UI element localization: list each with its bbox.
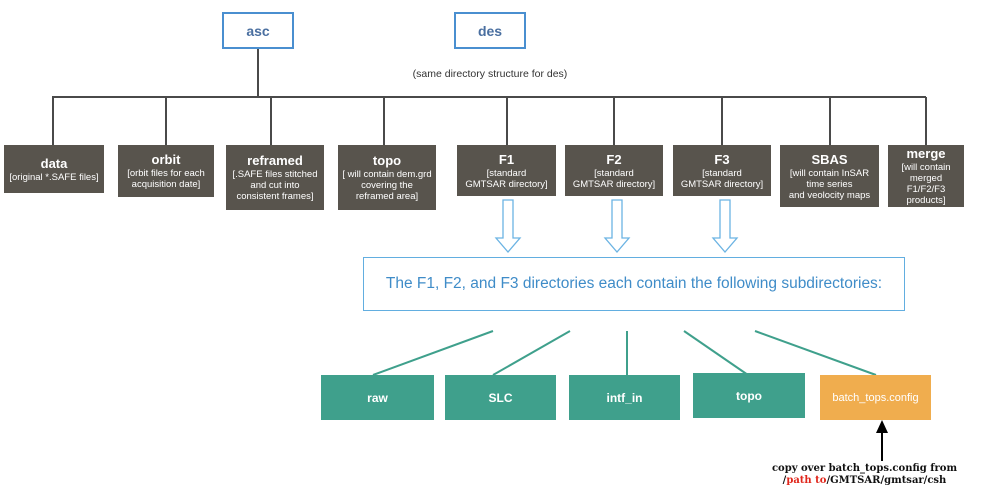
down-arrow-f1 (494, 199, 522, 253)
subdir-slc-label: SLC (488, 390, 513, 405)
copy-instruction: copy over batch_tops.config from /path t… (742, 463, 987, 487)
path-prefix: / (782, 475, 787, 486)
dir-data-title: data (40, 155, 68, 171)
dir-f2: F2 [standard GMTSAR directory] (565, 145, 663, 196)
dir-topo-title: topo (372, 153, 402, 168)
dir-reframed-desc: [.SAFE files stitched and cut into consi… (232, 169, 318, 202)
dir-f2-desc: [standard GMTSAR directory] (572, 167, 656, 190)
node-asc-label: asc (246, 22, 270, 39)
subdir-topo-label: topo (736, 388, 762, 403)
dir-orbit-desc: [orbit files for each acquisition date] (127, 168, 205, 190)
dir-sbas-title: SBAS (811, 151, 848, 167)
link-slc (492, 330, 571, 376)
same-structure-note: (same directory structure for des) (412, 68, 568, 80)
path-suffix: /GMTSAR/gmtsar/csh (826, 475, 947, 486)
dir-topo-desc: [ will contain dem.grd covering the refr… (342, 169, 432, 202)
dir-f1-desc: [standard GMTSAR directory] (465, 167, 548, 190)
copy-instruction-line1: copy over batch_tops.config from (771, 463, 958, 474)
dir-f3-title: F3 (714, 151, 730, 167)
subdir-topo: topo (693, 373, 805, 418)
dir-data-desc: [original *.SAFE files] (9, 171, 99, 183)
subdirectories-banner: The F1, F2, and F3 directories each cont… (363, 257, 905, 311)
dir-f1: F1 [standard GMTSAR directory] (457, 145, 556, 196)
subdir-slc: SLC (445, 375, 556, 420)
path-placeholder: path to (786, 475, 827, 486)
node-des-label: des (477, 22, 503, 39)
subdir-batch-tops-config-label: batch_tops.config (832, 391, 919, 404)
dir-f3-desc: [standard GMTSAR directory] (680, 167, 764, 190)
copy-instruction-line2: /path to/GMTSAR/gmtsar/csh (742, 475, 987, 487)
link-raw (372, 330, 494, 376)
subdir-raw-label: raw (367, 390, 388, 405)
dir-reframed: reframed [.SAFE files stitched and cut i… (226, 145, 324, 210)
dir-sbas: SBAS [will contain InSAR time series and… (780, 145, 879, 207)
link-topo (683, 330, 749, 376)
dir-orbit: orbit [orbit files for each acquisition … (118, 145, 214, 197)
dir-f2-title: F2 (606, 151, 622, 167)
dir-topo: topo [ will contain dem.grd covering the… (338, 145, 436, 210)
subdir-batch-tops-config: batch_tops.config (820, 375, 931, 420)
link-batch (754, 330, 877, 376)
node-asc: asc (222, 12, 294, 49)
subdir-intf-in-label: intf_in (606, 390, 643, 405)
dir-f3: F3 [standard GMTSAR directory] (673, 145, 771, 196)
subdirectories-banner-text: The F1, F2, and F3 directories each cont… (385, 275, 883, 292)
up-arrow-head (876, 420, 888, 433)
dir-reframed-title: reframed (247, 153, 303, 168)
dir-sbas-desc: [will contain InSAR time series and veol… (788, 167, 871, 201)
dir-merge: merge [will contain merged F1/F2/F3 prod… (888, 145, 964, 207)
down-arrow-f2 (603, 199, 631, 253)
down-arrow-f3 (711, 199, 739, 253)
dir-merge-title: merge (906, 146, 946, 161)
subdir-raw: raw (321, 375, 434, 420)
dir-data: data [original *.SAFE files] (4, 145, 104, 193)
dir-merge-desc: [will contain merged F1/F2/F3 products] (901, 162, 951, 206)
dir-f1-title: F1 (498, 151, 515, 167)
dir-orbit-title: orbit (151, 152, 181, 167)
node-des: des (454, 12, 526, 49)
subdir-intf-in: intf_in (569, 375, 680, 420)
